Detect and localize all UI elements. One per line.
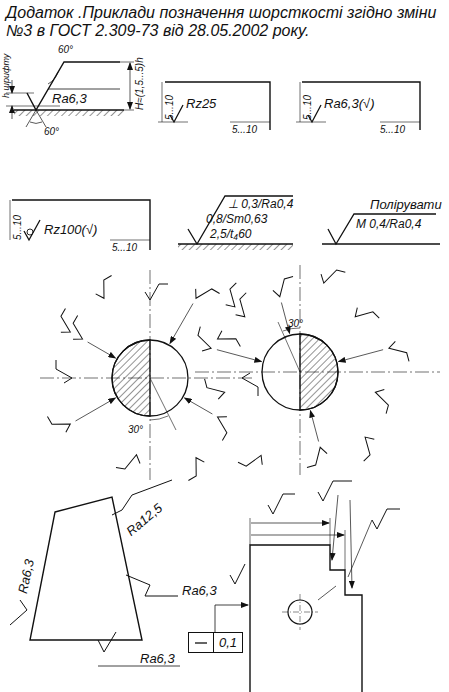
tolerance-symbol-cell xyxy=(189,633,213,652)
tolerance-frame: 0,1 xyxy=(188,632,243,653)
roughness-label: 5...10 xyxy=(112,242,137,253)
roughness-label: Rz100(√) xyxy=(44,223,97,237)
roughness-label: Ra6,3 xyxy=(140,652,175,666)
tolerance-value: 0,1 xyxy=(219,635,237,650)
roughness-label: Ra6,3 xyxy=(182,584,217,598)
roughness-label: 60° xyxy=(44,126,59,137)
roughness-label: Ra6,3(√) xyxy=(324,97,374,111)
roughness-label: 30° xyxy=(128,424,143,435)
title: Додаток .Приклади позначення шорсткості … xyxy=(6,4,442,41)
roughness-label: ⊥ 0,3/Ra0,4 xyxy=(228,198,293,211)
circle-examples xyxy=(40,265,440,481)
roughness-label: 5...10 xyxy=(232,124,257,135)
sign-construction xyxy=(6,62,134,127)
tolerance-value-cell: 0,1 xyxy=(213,633,242,652)
roughness-label: 30° xyxy=(288,318,303,329)
roughness-label: 0,8/Sm0,63 xyxy=(206,213,267,226)
roughness-label: 5...10 xyxy=(12,215,23,240)
roughness-label: 2,5/t₄60 xyxy=(210,228,252,241)
roughness-label: Ra6,3 xyxy=(16,558,37,595)
complex-sign xyxy=(178,196,293,250)
treatment-sign xyxy=(322,214,440,244)
roughness-label: 5...10 xyxy=(302,95,313,120)
roughness-label: Ra12,5 xyxy=(124,501,165,539)
roughness-label: Ra6,3 xyxy=(52,92,87,106)
roughness-label: 5...10 xyxy=(380,124,405,135)
roughness-label: M 0,4/Ra0,4 xyxy=(356,218,421,231)
wedge-part xyxy=(10,480,180,666)
corner-examples xyxy=(158,82,420,130)
roughness-label: h шрифту xyxy=(2,54,12,98)
roughness-label: H≈(1,5...5)h xyxy=(134,57,145,110)
roughness-label: Rz25 xyxy=(186,97,216,111)
roughness-label: 5...10 xyxy=(164,95,175,120)
roughness-label: Полірувати xyxy=(370,198,442,212)
stepped-part xyxy=(215,481,400,692)
flatness-symbol xyxy=(194,636,208,650)
roughness-label: 60° xyxy=(58,44,73,55)
